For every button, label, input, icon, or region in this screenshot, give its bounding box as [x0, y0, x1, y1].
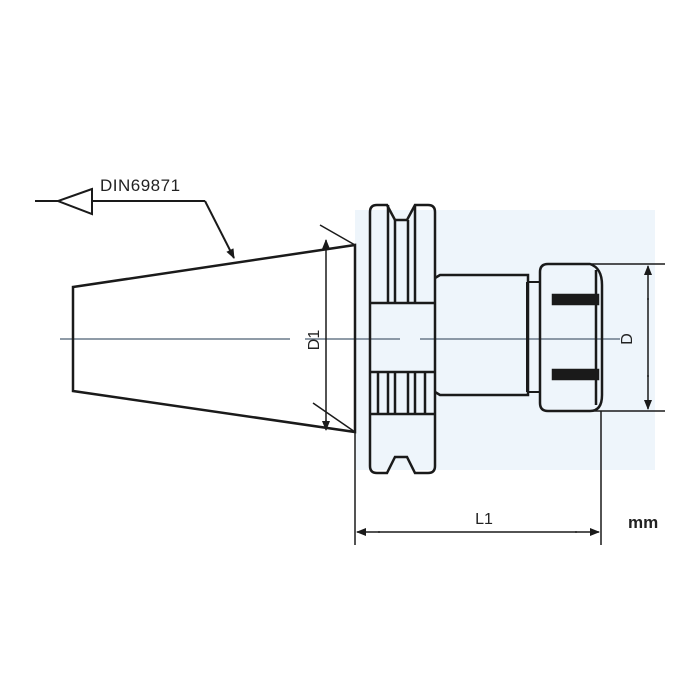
dimension-d1: [312, 224, 356, 433]
unit-label: mm: [628, 513, 658, 532]
l1-label: L1: [475, 511, 493, 528]
standard-leader: [35, 187, 235, 259]
standard-label: DIN69871: [100, 176, 181, 195]
flange: [368, 203, 437, 475]
collet-nut: [538, 262, 604, 413]
background-tint: [355, 210, 655, 470]
dimension-d: [590, 263, 665, 412]
d-label: D: [619, 333, 636, 345]
d1-label: D1: [306, 330, 323, 351]
dimension-l1: [354, 411, 602, 545]
